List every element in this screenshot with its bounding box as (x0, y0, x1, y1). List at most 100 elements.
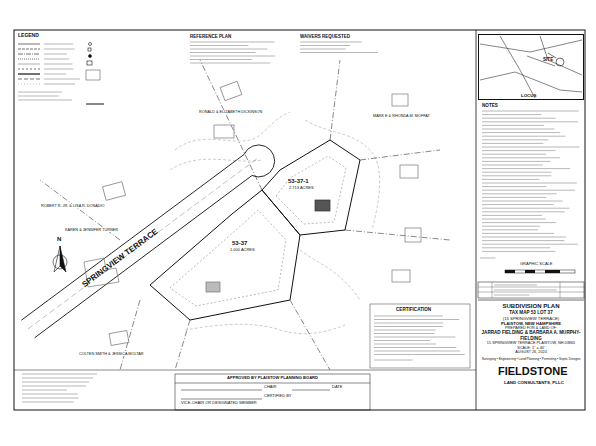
abutter-lines (40, 60, 450, 370)
fine-print-line (482, 150, 556, 151)
fine-print-line (44, 64, 73, 65)
plan-text: (15 SPRINGVIEW TERRACE) (480, 316, 582, 321)
north-arrow (53, 246, 67, 272)
fine-print-line (190, 63, 270, 64)
fine-print-line (22, 390, 67, 391)
fine-print-line (482, 197, 546, 198)
fine-print-line (22, 382, 89, 383)
plan-text: TAX MAP 53 LOT 37 (480, 310, 582, 316)
fine-print-line (300, 42, 362, 43)
plan-label: 53-37 (232, 240, 247, 247)
fine-print-line (374, 326, 443, 327)
fine-print-line (18, 96, 59, 97)
plan-text: CHAIR (264, 385, 276, 390)
fine-print-line (480, 258, 496, 259)
fine-print-line (300, 52, 378, 53)
plan-label: WAIVERS REQUESTED (300, 34, 350, 39)
plan-text: SCALE: 1" = 40' (480, 346, 582, 351)
fine-print-line (482, 161, 551, 162)
fine-print-line (482, 157, 560, 158)
locus-map-box: SITELOCUS (478, 34, 584, 100)
fine-print-line (44, 59, 69, 60)
fine-print-line (482, 111, 579, 112)
fine-print-line (482, 168, 570, 169)
fine-print-line (22, 398, 79, 399)
fine-print-line (482, 251, 555, 252)
fine-print-line (482, 114, 541, 115)
fine-print-line (374, 344, 436, 345)
fine-print-line (482, 219, 546, 220)
fine-print-line (300, 49, 346, 50)
fine-print-line (482, 125, 544, 126)
fine-print-line (44, 54, 67, 55)
approval-lines (175, 374, 370, 410)
lot-lines (150, 140, 360, 320)
plan-label: N (57, 236, 61, 243)
plan-label: REFERENCE PLAN (190, 34, 231, 39)
fine-print-line (482, 233, 554, 234)
fine-print-line (374, 330, 436, 331)
road-name: SPRINGVIEW TERRACE (80, 227, 159, 289)
title-block-box: SUBDIVISION PLANTAX MAP 53 LOT 37(15 SPR… (478, 301, 584, 357)
plan-text: PLAISTOW, NEW HAMPSHIRE (480, 321, 582, 326)
plan-text: CERTIFIED BY (264, 394, 292, 399)
fine-print-line (374, 354, 465, 355)
plan-label: RONALD & ELIZABETH DICKINSON (198, 110, 263, 114)
plan-label: 53-37-1 (288, 178, 309, 185)
fine-print-line (482, 222, 556, 223)
fine-print-line (482, 118, 556, 119)
fine-print-line (374, 347, 456, 348)
plan-label: GRAPHIC SCALE (520, 262, 552, 267)
fine-print-line (482, 154, 546, 155)
plan-text: JARRAD FIELDING & BARBARA A. MURPHY-FIEL… (480, 330, 582, 341)
plan-label: 2.713 ACRES (289, 186, 314, 191)
fine-print-line (482, 132, 560, 133)
contour-lines (170, 112, 380, 334)
fine-print-line (482, 165, 543, 166)
fine-print-line (190, 59, 252, 60)
fine-print-line (18, 92, 62, 93)
fine-print-line (190, 56, 275, 57)
plan-text: DATE (332, 385, 342, 390)
fine-print-line (190, 52, 256, 53)
fine-print-line (22, 386, 86, 387)
fine-print-line (482, 121, 578, 122)
sheet-frame (14, 30, 585, 410)
plan-label: COLTEN SMITH & JESSICA MOLTAR (78, 352, 145, 356)
fine-print-line (482, 244, 578, 245)
fine-print-line (374, 351, 460, 352)
fine-print-line (482, 229, 538, 230)
fine-print-line (482, 190, 575, 191)
fine-print-line (44, 49, 75, 50)
graphic-scale-bar (505, 270, 575, 273)
fine-print-line (22, 378, 93, 379)
plan-label: KAREN & JENNIFER TURNER (64, 228, 119, 232)
fine-print-line (44, 44, 73, 45)
plan-text: FIELDSTONE (498, 365, 567, 378)
fine-print-line (482, 186, 546, 187)
plan-text: 15 SPRINGVIEW TERRACE PLAISTOW, NH 03865 (480, 341, 582, 346)
fine-print-line (18, 100, 72, 101)
plan-text: SUBDIVISION PLAN (480, 303, 582, 310)
firm-logo-box: Surveying • Engineering • Land Planning … (478, 357, 584, 409)
fine-print-line (44, 74, 66, 75)
plan-label: ROBERT R. JR. & LISA R. DONADIO (40, 204, 106, 208)
plan-text: Surveying • Engineering • Land Planning … (480, 358, 582, 362)
fine-print-line (374, 340, 430, 341)
plan-label: NOTES (482, 103, 498, 108)
plan-text: PREPARED FOR & LAND OF: (480, 326, 582, 331)
fine-print-line (482, 204, 554, 205)
fine-print-line (374, 333, 434, 334)
fine-print-line (482, 193, 557, 194)
buildings (84, 81, 421, 345)
plan-text: APPROVED BY PLAISTOW PLANNING BOARD (175, 376, 370, 381)
fine-print-line (374, 337, 455, 338)
plan-text: VICE-CHAIR OR DESIGNATED MEMBER (181, 401, 257, 406)
fine-print-line (482, 172, 551, 173)
fine-print-line (482, 136, 566, 137)
fine-print-line (190, 42, 275, 43)
setback-lines (170, 156, 346, 306)
fine-print-line (22, 402, 74, 403)
fine-print-line (482, 129, 554, 130)
approval-box: APPROVED BY PLAISTOW PLANNING BOARD CHAIR… (175, 374, 370, 410)
